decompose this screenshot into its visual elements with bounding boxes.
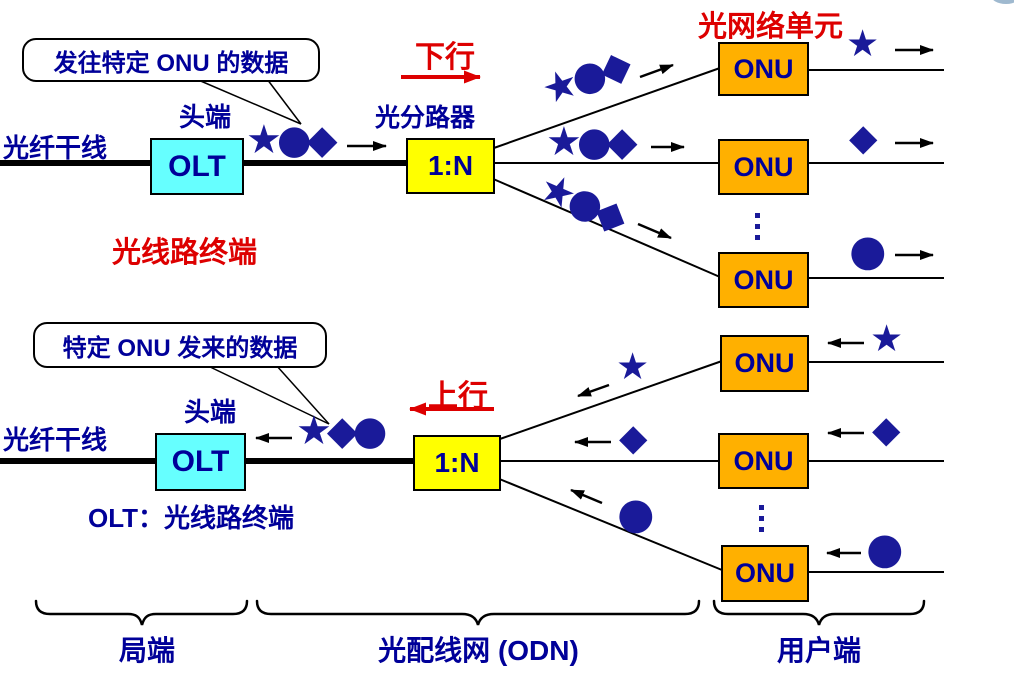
downstream-label: 下行 bbox=[415, 41, 475, 74]
olt-title-label: 光线路终端 bbox=[112, 237, 258, 269]
down-branch1-arrow bbox=[639, 63, 674, 79]
olt-fullname-label: OLT：光线路终端 bbox=[88, 503, 295, 533]
fiber-trunk-label-upstream: 光纤干线 bbox=[3, 425, 108, 455]
onu-box-up-3: ONU bbox=[721, 545, 809, 602]
up-branch3-arrow bbox=[570, 488, 603, 505]
diamond-symbol-up-in-2: ◆ bbox=[872, 408, 901, 451]
down-branch3-arrow bbox=[637, 222, 672, 240]
down-trunk-packets: ★●◆ bbox=[246, 117, 338, 163]
onu-box-down-1: ONU bbox=[718, 42, 809, 96]
onu-box-up-2: ONU bbox=[718, 433, 809, 489]
up-trunk-packets: ★◆● bbox=[296, 408, 388, 454]
splitter-box-downstream: 1:N bbox=[406, 138, 495, 194]
headend-label-downstream: 头端 bbox=[178, 102, 231, 132]
circle-symbol-up-branch-3: ● bbox=[617, 489, 655, 539]
star-symbol-up-branch-1: ★ bbox=[616, 345, 650, 388]
splitter-box-upstream: 1:N bbox=[413, 435, 501, 491]
footer-label-user-side: 用户端 bbox=[776, 635, 861, 666]
fiber-trunk-label-downstream: 光纤干线 bbox=[3, 133, 108, 163]
circle-symbol-down-out-3: ● bbox=[849, 226, 887, 276]
circle-symbol-up-in-3: ● bbox=[866, 524, 904, 574]
callout-upstream-data: 特定 ONU 发来的数据 bbox=[33, 322, 327, 368]
ellipsis-dots-upstream bbox=[759, 505, 764, 532]
onu-box-down-3: ONU bbox=[718, 252, 809, 308]
diamond-symbol-down-out-2: ◆ bbox=[849, 116, 878, 159]
footer-label-central-office: 局端 bbox=[118, 635, 175, 666]
headend-label-upstream: 头端 bbox=[183, 397, 236, 427]
onu-title-label: 光网络单元 bbox=[697, 11, 843, 43]
brace-odn bbox=[255, 599, 701, 626]
star-symbol-up-in-1: ★ bbox=[870, 317, 904, 360]
splitter-name-label: 光分路器 bbox=[374, 104, 475, 132]
callout-down-pointer-1 bbox=[195, 78, 302, 125]
down-branch-1 bbox=[490, 67, 721, 150]
brace-user-side bbox=[712, 599, 926, 626]
callout-up-pointer-2 bbox=[275, 364, 330, 425]
up-branch1-arrow bbox=[577, 383, 610, 398]
olt-box-upstream: OLT bbox=[155, 433, 246, 491]
up-branch-3 bbox=[496, 477, 723, 571]
diamond-symbol-up-branch-2: ◆ bbox=[619, 416, 648, 459]
onu-box-up-1: ONU bbox=[720, 335, 809, 392]
brace-central-office bbox=[34, 599, 249, 626]
corner-logo-fragment bbox=[993, 0, 1014, 4]
upstream-label: 上行 bbox=[428, 380, 488, 413]
ellipsis-dots-downstream bbox=[755, 213, 760, 240]
callout-downstream-data: 发往特定 ONU 的数据 bbox=[22, 38, 320, 82]
down-branch2-packets: ★●◆ bbox=[546, 119, 638, 165]
callout-up-pointer-1 bbox=[205, 364, 330, 425]
onu-box-down-2: ONU bbox=[718, 139, 809, 195]
down-branch-3 bbox=[490, 177, 721, 278]
up-branch-1 bbox=[496, 360, 723, 441]
olt-box-downstream: OLT bbox=[150, 138, 244, 195]
star-symbol-down-out-1: ★ bbox=[846, 22, 880, 65]
callout-down-pointer-2 bbox=[266, 78, 302, 125]
footer-label-odn: 光配线网 (ODN) bbox=[378, 635, 579, 666]
